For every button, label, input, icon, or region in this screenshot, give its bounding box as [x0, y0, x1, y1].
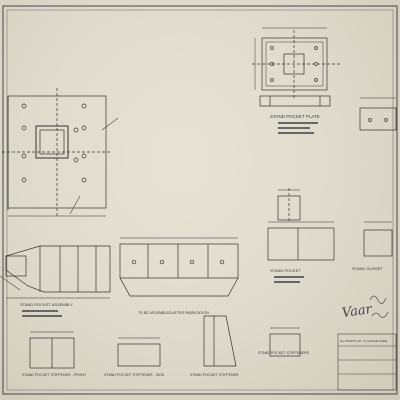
stiffener-side-caption: STAND POCKET STIFFENER - SIDE: [104, 373, 165, 377]
stiffener-side-view: [117, 337, 161, 367]
stiffener-front-caption: STAND POCKET STIFFENER - FRONT: [22, 373, 87, 377]
sheet-border: [2, 5, 398, 395]
stand-gusset-caption: STAND GUSSET: [352, 266, 383, 271]
stand-gusset-side-view: [363, 221, 393, 257]
stand-pocket-caption: STAND POCKET: [270, 268, 301, 273]
stand-pocket-notes: [274, 276, 304, 283]
gusset-detail-view: [269, 327, 301, 357]
sheet-inner-border: [6, 9, 394, 391]
plate-notes: [278, 122, 318, 134]
stiffener-back-view: [203, 315, 237, 367]
stiffener-rail-elevation: [119, 237, 239, 297]
stand-pocket-view: [267, 221, 335, 261]
title-block-note: ALL PARTS NO. 11 GAUGE STEEL: [340, 339, 388, 343]
plate-plan-view: [252, 27, 340, 107]
plate-caption: STAND POCKET PLATE: [270, 114, 320, 119]
stiffener-back-caption: STAND POCKET STIFFENER: [190, 373, 239, 377]
stand-gusset-view: [277, 188, 301, 222]
handwriting-scribbles: [369, 295, 389, 318]
assembly-notes: [22, 310, 62, 317]
assembly-caption: STAND POCKET ASSEMBLY: [20, 302, 73, 307]
handwritten-annotation: Vaar: [341, 302, 373, 321]
plate-side-view: [359, 97, 397, 131]
stiffener-front-view: [29, 331, 75, 369]
fabrication-note: TO BE ASSEMBLED AFTER FABRICATION: [138, 311, 209, 315]
assembly-plan-view: [2, 88, 119, 217]
stiffeners-caption: STAND POCKET STIFFENERS: [258, 351, 310, 355]
assembly-elevation: [0, 245, 111, 299]
title-block: [337, 333, 397, 391]
